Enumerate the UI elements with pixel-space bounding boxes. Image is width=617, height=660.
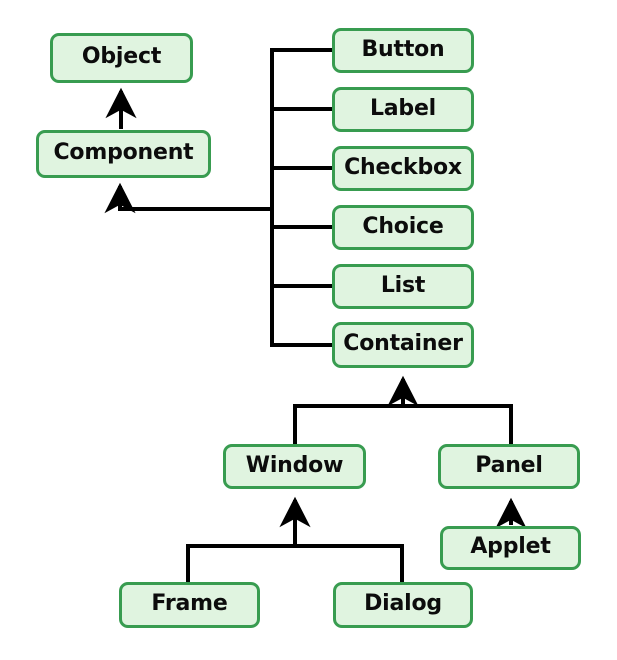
node-frame[interactable]: Frame: [119, 582, 260, 628]
node-panel-label: Panel: [475, 452, 543, 478]
node-panel[interactable]: Panel: [438, 444, 580, 489]
node-container-label: Container: [343, 331, 463, 356]
node-list-label: List: [380, 272, 426, 298]
node-window[interactable]: Window: [223, 444, 366, 489]
node-checkbox-label: Checkbox: [344, 154, 462, 180]
node-list[interactable]: List: [332, 264, 474, 309]
node-window-label: Window: [245, 452, 344, 478]
node-component[interactable]: Component: [36, 130, 211, 178]
node-choice[interactable]: Choice: [332, 205, 474, 250]
node-object-label: Object: [81, 44, 162, 69]
node-applet[interactable]: Applet: [440, 526, 581, 570]
node-dialog[interactable]: Dialog: [333, 582, 473, 628]
node-frame-label: Frame: [151, 591, 228, 616]
node-component-label: Component: [53, 140, 194, 165]
node-button[interactable]: Button: [332, 28, 474, 73]
node-label-label: Label: [369, 95, 437, 121]
node-label[interactable]: Label: [332, 87, 474, 132]
node-container[interactable]: Container: [332, 322, 474, 368]
node-choice-label: Choice: [362, 213, 444, 239]
node-checkbox[interactable]: Checkbox: [332, 146, 474, 191]
node-button-label: Button: [361, 36, 445, 62]
node-applet-label: Applet: [470, 534, 551, 559]
node-dialog-label: Dialog: [364, 591, 442, 616]
node-object[interactable]: Object: [50, 33, 193, 83]
